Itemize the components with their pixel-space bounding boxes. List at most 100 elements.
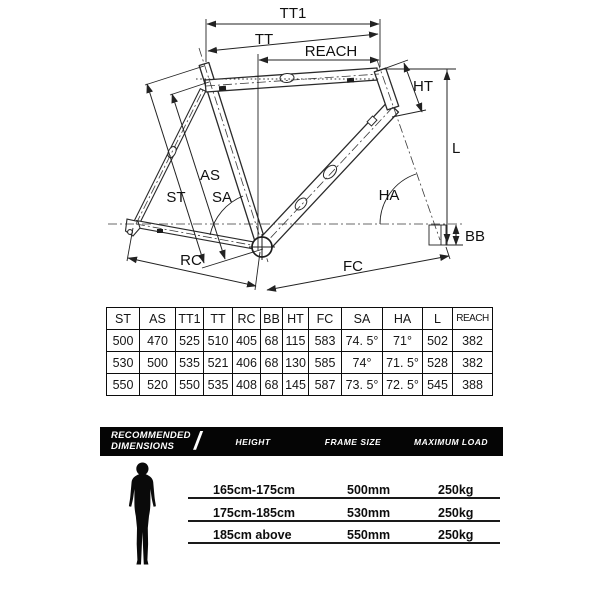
col-header-l: L [422, 307, 453, 330]
cell: 130 [282, 351, 309, 374]
head-port [366, 115, 378, 127]
recommended-dimensions-header-bar: RECOMMENDED DIMENSIONS / HEIGHT FRAME SI… [100, 427, 503, 456]
down-tube-port-lower [294, 197, 308, 211]
cell: 68 [260, 329, 283, 352]
col-header-tt1: TT1 [175, 307, 204, 330]
cell: 550 [175, 373, 204, 396]
cell: 72. 5° [382, 373, 423, 396]
cell: 520 [139, 373, 176, 396]
row2-frame-size: 530mm [347, 506, 391, 520]
geometry-row-530: 530 500 535 521 406 68 130 585 74° 71. 5… [106, 351, 493, 374]
label-reach: REACH [305, 43, 358, 60]
cell: 545 [422, 373, 453, 396]
row3-underline [188, 542, 500, 544]
cell: 535 [175, 351, 204, 374]
col-header-bb: BB [260, 307, 283, 330]
label-rc: RC [180, 252, 202, 269]
diagram-labels: TT1 TT REACH HT L HA BB FC RC ST AS SA [166, 5, 485, 275]
row1-frame-size: 500mm [347, 483, 391, 497]
cell: 388 [452, 373, 493, 396]
cell: 74. 5° [341, 329, 383, 352]
arc-ha [379, 173, 417, 225]
human-silhouette-icon [128, 462, 156, 565]
dim-as [171, 93, 226, 260]
cell: 500 [106, 329, 140, 352]
chainstay-fitting [157, 229, 163, 233]
label-l: L [452, 140, 460, 157]
cable-stop-left [218, 85, 227, 91]
row1-max-load: 250kg [438, 483, 474, 497]
col-header-fc: FC [308, 307, 342, 330]
cell: 382 [452, 329, 493, 352]
cell: 530 [106, 351, 140, 374]
label-st: ST [166, 189, 185, 206]
cell: 585 [308, 351, 342, 374]
row2-underline [188, 520, 500, 522]
cell: 115 [282, 329, 309, 352]
label-bb: BB [465, 228, 485, 245]
geometry-row-550: 550 520 550 535 408 68 145 587 73. 5° 72… [106, 373, 493, 396]
title-line-1: RECOMMENDED [111, 430, 191, 441]
cell: 550 [106, 373, 140, 396]
row2-max-load: 250kg [438, 506, 474, 520]
label-fc: FC [343, 258, 363, 275]
front-axle-block [428, 224, 447, 246]
label-sa: SA [212, 189, 232, 206]
col-header-rc: RC [232, 307, 261, 330]
cell: 470 [139, 329, 176, 352]
cell: 500 [139, 351, 176, 374]
geometry-table: ST AS TT1 TT RC BB HT FC SA HA L REACH 5… [106, 307, 493, 396]
col-header-st: ST [106, 307, 140, 330]
label-ht: HT [413, 78, 433, 95]
cell: 521 [203, 351, 233, 374]
cell: 408 [232, 373, 261, 396]
bottom-bracket [249, 234, 275, 260]
recommended-dimensions-title: RECOMMENDED DIMENSIONS [111, 430, 191, 452]
col-header-ht: HT [282, 307, 309, 330]
bike-geometry-diagram: TT1 TT REACH HT L HA BB FC RC ST AS SA [108, 5, 485, 292]
dimension-lines [127, 20, 460, 292]
cell: 68 [260, 373, 283, 396]
column-header-maximum-load: MAXIMUM LOAD [414, 437, 488, 447]
row3-height: 185cm above [213, 528, 292, 542]
row1-underline [188, 497, 500, 499]
label-as: AS [200, 167, 220, 184]
col-header-reach: REACH [452, 307, 493, 330]
row3-frame-size: 550mm [347, 528, 391, 542]
cell: 73. 5° [341, 373, 383, 396]
cell: 502 [422, 329, 453, 352]
label-tt1: TT1 [280, 5, 307, 22]
column-header-height: HEIGHT [235, 437, 271, 447]
row1-height: 165cm-175cm [213, 483, 296, 497]
row2-height: 175cm-185cm [213, 506, 296, 520]
cell: 382 [452, 351, 493, 374]
cell: 535 [203, 373, 233, 396]
column-header-frame-size: FRAME SIZE [324, 437, 382, 447]
col-header-ha: HA [382, 307, 423, 330]
col-header-sa: SA [341, 307, 383, 330]
dim-fc [266, 254, 450, 292]
slash-separator: / [194, 427, 201, 455]
col-header-tt: TT [203, 307, 233, 330]
cell: 68 [260, 351, 283, 374]
label-ha: HA [379, 187, 400, 204]
title-line-2: DIMENSIONS [111, 441, 175, 452]
cell: 510 [203, 329, 233, 352]
cell: 587 [308, 373, 342, 396]
arc-sa [209, 195, 244, 236]
cell: 71. 5° [382, 351, 423, 374]
cell: 583 [308, 329, 342, 352]
dim-ht [403, 62, 423, 113]
dim-tt [207, 31, 379, 54]
row3-max-load: 250kg [438, 528, 474, 542]
geometry-row-500: 500 470 525 510 405 68 115 583 74. 5° 71… [106, 329, 493, 352]
cell: 71° [382, 329, 423, 352]
cell: 528 [422, 351, 453, 374]
label-tt: TT [255, 31, 273, 48]
cell: 405 [232, 329, 261, 352]
col-header-as: AS [139, 307, 176, 330]
cell: 74° [341, 351, 383, 374]
cell: 525 [175, 329, 204, 352]
down-tube-port-upper [322, 164, 338, 180]
